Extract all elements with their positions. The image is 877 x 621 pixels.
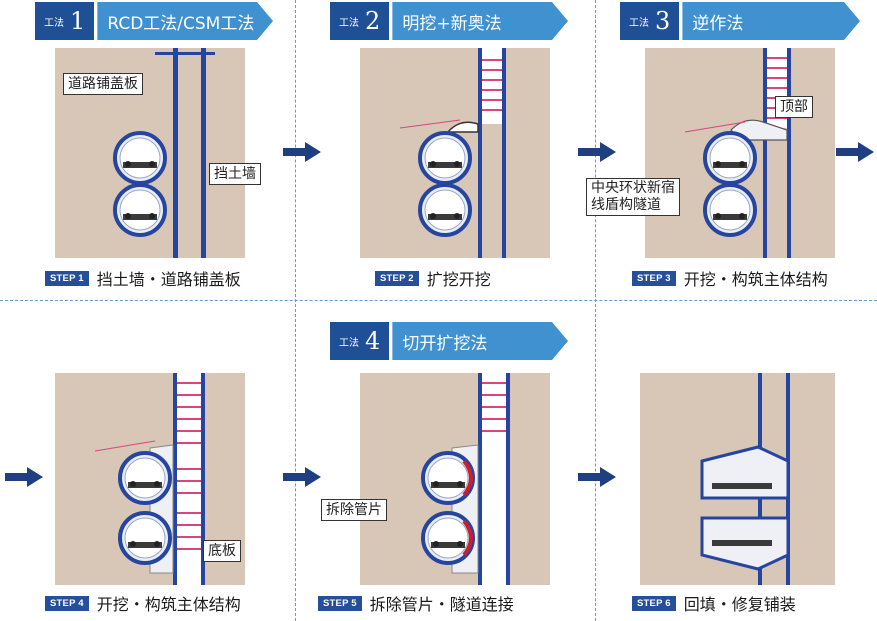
method-number: 4 [365,327,381,355]
step-caption-2: STEP 2 扩挖开挖 [375,266,491,290]
step-caption-1: STEP 1 挡土墙・道路铺盖板 [45,266,241,290]
panel-step-3 [645,48,835,258]
method-tag-label: 工法 [339,17,360,29]
callout-remove-segment: 拆除管片 [321,499,387,521]
arrow-right-icon [5,467,43,487]
arrow-right-icon [578,467,616,487]
callout-roof: 顶部 [775,96,813,118]
panel-step-5 [360,373,550,585]
step-text: 开挖・构筑主体结构 [96,595,241,614]
step-caption-4: STEP 4 开挖・构筑主体结构 [45,591,241,615]
method-header-2: 工法 2 明挖+新奥法 [330,2,568,40]
step-badge: STEP 6 [632,595,676,611]
arrow-right-icon [836,142,874,162]
callout-retaining-wall: 挡土墙 [209,163,261,185]
step-caption-6: STEP 6 回填・修复铺装 [632,591,796,615]
method-name: 逆作法 [682,2,860,40]
method-name: RCD工法/CSM工法 [97,2,273,40]
divider-vertical-2 [595,0,596,621]
step-badge: STEP 2 [375,270,419,286]
method-tag-label: 工法 [629,17,650,29]
step-badge: STEP 5 [318,595,362,611]
step-text: 挡土墙・道路铺盖板 [96,270,241,289]
step-badge: STEP 3 [632,270,676,286]
method-name: 明挖+新奥法 [392,2,568,40]
step-text: 回填・修复铺装 [683,595,796,614]
method-header-4: 工法 4 切开扩挖法 [330,322,568,360]
panel-step-2 [360,48,550,258]
step-text: 拆除管片・隧道连接 [369,595,514,614]
method-tag-label: 工法 [44,17,65,29]
divider-horizontal [0,300,877,301]
method-header-3: 工法 3 逆作法 [620,2,860,40]
arrow-right-icon [283,467,321,487]
callout-road-cover: 道路铺盖板 [63,73,143,95]
panel-step-6 [640,373,835,585]
arrow-right-icon [283,142,321,162]
step-text: 开挖・构筑主体结构 [683,270,828,289]
callout-shield-tunnel: 中央环状新宿 线盾构隧道 [586,178,680,216]
method-header-1: 工法 1 RCD工法/CSM工法 [35,2,273,40]
callout-shield-line2: 线盾构隧道 [591,197,661,213]
method-tag-label: 工法 [339,337,360,349]
method-number: 2 [365,7,381,35]
callout-shield-line1: 中央环状新宿 [591,180,675,196]
step-badge: STEP 1 [45,270,89,286]
arrow-right-icon [578,142,616,162]
step-caption-5: STEP 5 拆除管片・隧道连接 [318,591,514,615]
method-number: 1 [70,7,86,35]
method-number: 3 [655,7,671,35]
step-badge: STEP 4 [45,595,89,611]
step-caption-3: STEP 3 开挖・构筑主体结构 [632,266,828,290]
step-text: 扩挖开挖 [426,270,491,289]
method-name: 切开扩挖法 [392,322,568,360]
divider-vertical-1 [295,0,296,621]
callout-bottom-slab: 底板 [203,540,241,562]
